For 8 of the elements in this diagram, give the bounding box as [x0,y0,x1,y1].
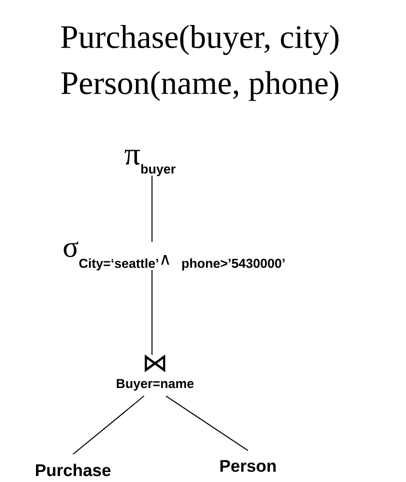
tree-line [166,396,248,452]
relation-name: Person [220,460,276,472]
relation-name: Purchase [36,464,111,476]
schema-heading: Person(name, phone) [61,71,338,101]
tree-line [72,396,144,455]
join-operator: ⋈ Buyer=name [116,354,194,391]
schema-heading: Purchase(buyer, city) [61,25,338,55]
projection-operator: π buyer [124,150,176,176]
